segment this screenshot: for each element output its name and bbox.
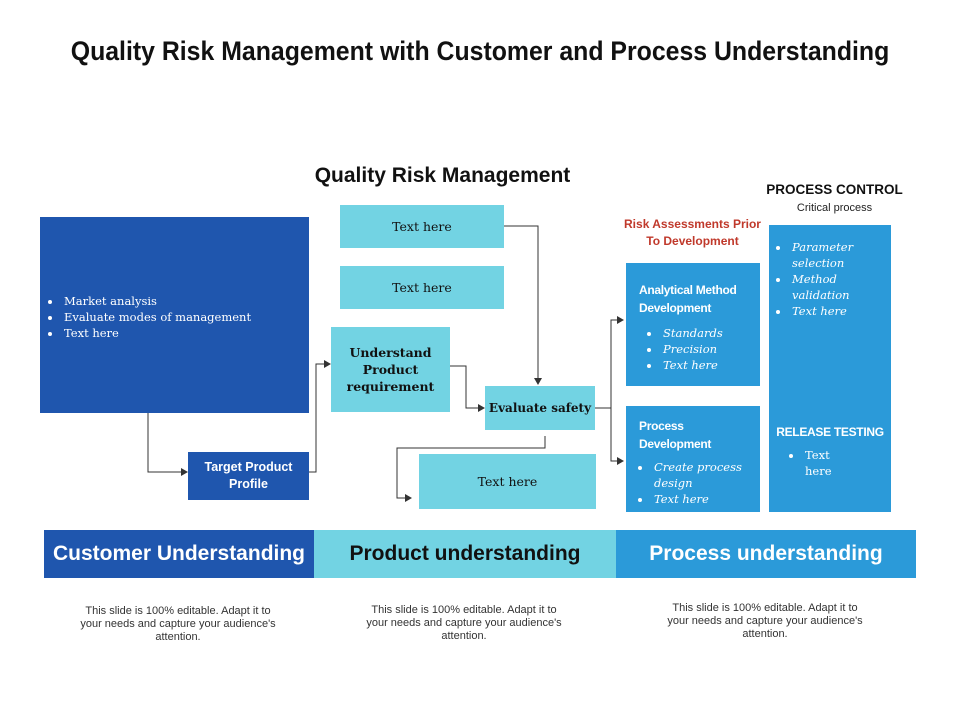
arrow-evaluate-to-process-dev [610, 408, 624, 465]
note-customer: This slide is 100% editable. Adapt it to… [80, 605, 276, 643]
list-item: Text here [790, 303, 885, 319]
text-box-2: Text here [340, 266, 504, 309]
arrow-customer-to-profile [147, 413, 188, 476]
target-profile-box: Target Product Profile [188, 452, 309, 500]
band-process: Process understanding [616, 530, 916, 578]
list-item: Text here [62, 325, 309, 341]
page-title: Quality Risk Management with Customer an… [70, 36, 890, 66]
note-process: This slide is 100% editable. Adapt it to… [667, 602, 863, 640]
text-box-1: Text here [340, 205, 504, 248]
process-control-list: Parameter selection Method validation Te… [775, 239, 885, 319]
process-control-box: Parameter selection Method validation Te… [769, 225, 891, 512]
risk-heading: Risk Assessments Prior To Development [624, 217, 761, 248]
note-product: This slide is 100% editable. Adapt it to… [366, 604, 562, 642]
process-control-heading: PROCESS CONTROL [766, 182, 903, 197]
list-item: Market analysis [62, 293, 309, 309]
band-product: Product understanding [314, 530, 616, 578]
analytical-box: Analytical Method Development Standards … [626, 263, 760, 386]
list-item: Text here [652, 491, 752, 507]
release-testing-title: RELEASE TESTING [776, 425, 884, 439]
customer-box: Market analysis Evaluate modes of manage… [40, 217, 309, 413]
list-item: Evaluate modes of management [62, 309, 309, 325]
diagram-subtitle: Quality Risk Management [314, 164, 571, 187]
band-customer: Customer Understanding [44, 530, 314, 578]
analytical-title: Analytical Method Development [639, 283, 737, 315]
process-control-subheading: Critical process [796, 202, 873, 214]
release-testing-list: Text here [775, 447, 853, 479]
customer-list: Market analysis Evaluate modes of manage… [40, 293, 309, 341]
arrow-understand-to-evaluate [450, 365, 485, 412]
list-item: Text here [661, 357, 752, 373]
process-dev-title: Process Development [639, 419, 712, 451]
evaluate-box: Evaluate safety [485, 386, 595, 430]
list-item: Precision [661, 341, 752, 357]
understand-box: Understand Product requirement [331, 327, 450, 412]
text-box-3: Text here [419, 454, 596, 509]
list-item: Parameter selection [790, 239, 885, 271]
list-item: Method validation [790, 271, 885, 303]
process-dev-box: Process Development Create process desig… [626, 406, 760, 512]
arrow-evaluate-to-analytical [595, 316, 624, 409]
analytical-list: Standards Precision Text here [639, 325, 752, 373]
arrow-text1-to-evaluate [504, 225, 542, 385]
arrow-profile-to-understand [309, 360, 331, 473]
list-item: Create process design [652, 459, 752, 491]
process-dev-list: Create process design Text here [639, 459, 752, 507]
list-item: Standards [661, 325, 752, 341]
list-item: Text here [803, 447, 853, 479]
arrow-evaluate-to-textbox [396, 436, 546, 502]
